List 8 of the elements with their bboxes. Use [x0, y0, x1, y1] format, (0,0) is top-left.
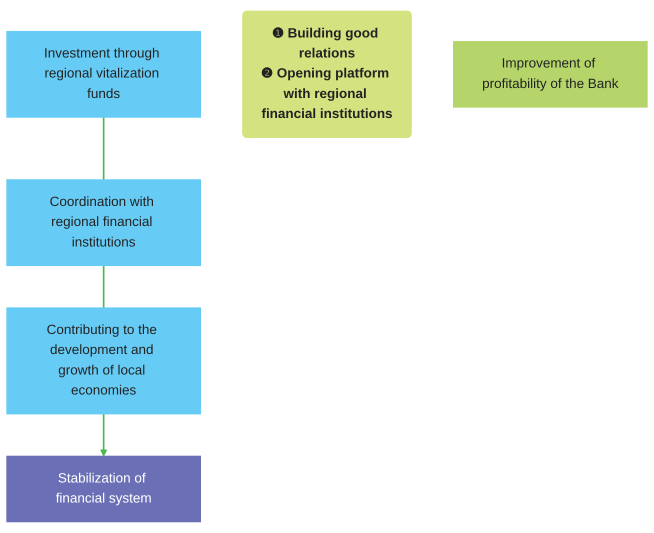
node-box: Improvement of profitability of the Bank	[453, 41, 648, 108]
arrow	[100, 414, 108, 456]
node-box: Stabilization of financial system	[6, 456, 201, 522]
connector	[102, 117, 104, 180]
connector	[102, 266, 104, 308]
node-box: Coordination with regional financial institutions	[6, 179, 201, 266]
node-box: Contributing to the development and growth of local economies	[6, 307, 201, 414]
node-box: Investment through regional vitalization funds	[6, 30, 201, 118]
